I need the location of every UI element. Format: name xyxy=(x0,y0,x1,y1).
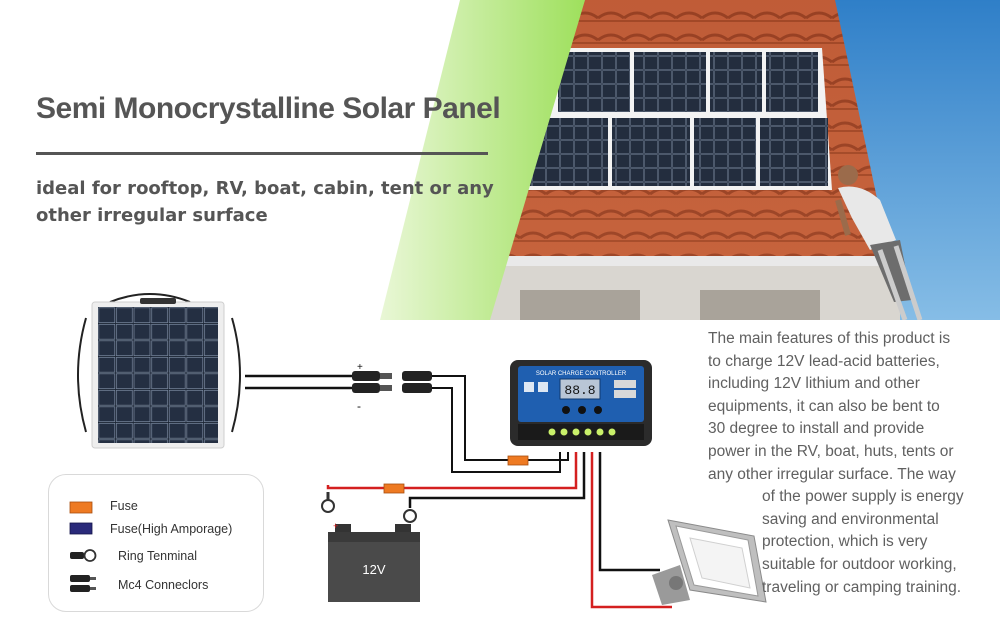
battery: + 12V xyxy=(328,521,420,602)
battery-line-fuse xyxy=(383,483,405,494)
description-line: protection, which is very xyxy=(762,533,928,551)
ring-terminal-positive xyxy=(321,499,335,513)
led-flood-light xyxy=(652,519,767,605)
negative-sign: - xyxy=(357,399,361,413)
mc4-connector-pair xyxy=(352,371,432,393)
battery-voltage-label: 12V xyxy=(362,562,385,577)
controller-title: SOLAR CHARGE CONTROLLER xyxy=(536,371,627,377)
description-line: The main features of this product is xyxy=(708,330,951,347)
description-line: any other irregular surface. The way xyxy=(708,465,956,483)
worker-figure xyxy=(835,165,923,320)
description-line: of the power supply is energy xyxy=(762,488,964,506)
description-line: power in the RV, boat, huts, tents or xyxy=(708,442,954,460)
solar-line-fuse xyxy=(507,455,529,466)
navy-fuse-icon xyxy=(69,522,93,535)
positive-sign: + xyxy=(357,362,363,373)
product-description: The main features of this product is to … xyxy=(708,328,998,599)
description-line: to charge 12V lead-acid batteries, xyxy=(708,352,940,370)
ring-terminal-icon xyxy=(70,549,97,562)
solar-charge-controller: SOLAR CHARGE CONTROLLER 88.8 xyxy=(510,360,652,446)
rooftop-photo xyxy=(380,0,1000,320)
legend-label-mc4-connectors: Mc4 Conneclors xyxy=(118,578,209,592)
svg-text:+: + xyxy=(333,521,338,531)
hero-title: Semi Monocrystalline Solar Panel xyxy=(36,92,501,125)
hero-subtitle-line2: other irregular surface xyxy=(36,205,268,226)
description-line: equipments, it can also be bent to xyxy=(708,397,940,415)
description-line: 30 degree to install and provide xyxy=(708,420,925,438)
wiring-diagram: + - + 12V SOLAR CHARGE CONTROLLER 88.8 xyxy=(77,293,767,609)
legend-label-ring-terminal: Ring Tenminal xyxy=(118,549,197,563)
hero-subtitle-line1: ideal for rooftop, RV, boat, cabin, tent… xyxy=(36,178,494,199)
description-line: saving and environmental xyxy=(762,510,939,528)
roof-solar-array xyxy=(522,48,832,190)
flexible-solar-panel xyxy=(77,293,241,449)
legend-label-fuse: Fuse xyxy=(110,499,138,513)
orange-fuse-icon xyxy=(69,501,93,514)
controller-display: 88.8 xyxy=(564,383,595,398)
description-line: suitable for outdoor working, xyxy=(762,555,957,573)
description-line: including 12V lithium and other xyxy=(708,375,920,393)
legend-icons xyxy=(69,501,97,592)
description-line: traveling or camping training. xyxy=(762,578,962,596)
mc4-connector-icon xyxy=(70,575,96,592)
title-divider xyxy=(36,152,488,155)
legend-label-high-amperage-fuse: Fuse(High Amporage) xyxy=(110,522,233,536)
ring-terminal-negative xyxy=(403,509,417,523)
